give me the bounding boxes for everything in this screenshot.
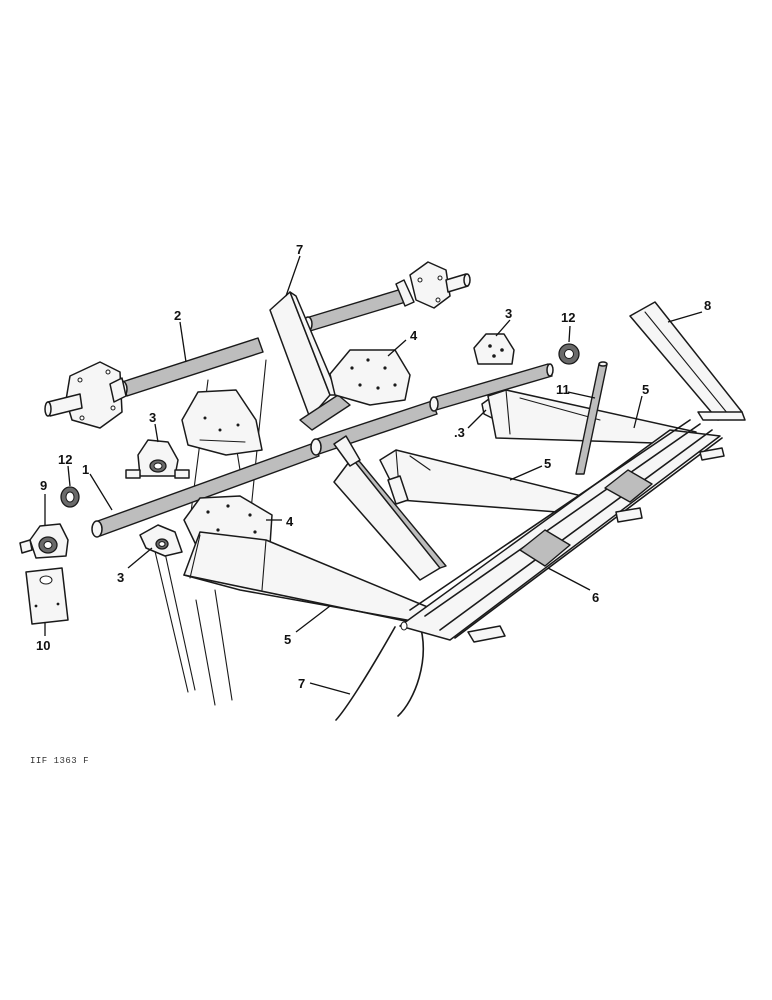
callout-8: 8 bbox=[704, 298, 711, 313]
callout-7-lower: 7 bbox=[298, 676, 305, 691]
leader-c12a bbox=[67, 465, 71, 487]
callout-1: 1 bbox=[82, 462, 89, 477]
leader-c3d bbox=[467, 409, 487, 429]
part-11-rod bbox=[575, 361, 608, 475]
callout-labels: 1 2 3 3 3 .3 4 4 5 5 5 6 7 7 8 9 10 11 1… bbox=[36, 242, 711, 691]
leader-c2 bbox=[179, 321, 187, 363]
part-12-bearing-left bbox=[60, 486, 80, 508]
callout-4-upper: 4 bbox=[410, 328, 418, 343]
part-2-shaft bbox=[44, 337, 264, 429]
part-9-bearing-block bbox=[19, 523, 69, 559]
callout-11: 11 bbox=[556, 382, 570, 397]
leader-c11 bbox=[567, 391, 596, 399]
callout-4-lower: 4 bbox=[286, 514, 294, 529]
callout-3-upper-left: 3 bbox=[149, 410, 156, 425]
callout-3-top: 3 bbox=[505, 306, 512, 321]
callout-7-upper: 7 bbox=[296, 242, 303, 257]
leader-c8 bbox=[667, 311, 703, 323]
callout-2: 2 bbox=[174, 308, 181, 323]
leader-c5c bbox=[295, 605, 331, 633]
leader-c3c bbox=[495, 319, 511, 337]
part-3-bracket-left bbox=[125, 439, 190, 479]
part-8-rail bbox=[629, 301, 746, 421]
callout-5-lower: 5 bbox=[284, 632, 291, 647]
curved-frame-rail bbox=[149, 529, 424, 721]
part-12-bearing-right bbox=[558, 343, 580, 365]
callout-5-upper: 5 bbox=[642, 382, 649, 397]
leader-c3a bbox=[154, 423, 159, 443]
callout-12-right: 12 bbox=[561, 310, 575, 325]
callout-5-middle: 5 bbox=[544, 456, 551, 471]
part-6-channel bbox=[399, 419, 725, 643]
leader-lines bbox=[44, 255, 703, 695]
callout-10: 10 bbox=[36, 638, 50, 653]
callout-3-lower-left: 3 bbox=[117, 570, 124, 585]
callout-6: 6 bbox=[592, 590, 599, 605]
part-7-divider-plate bbox=[269, 291, 351, 431]
callout-3-right: .3 bbox=[454, 425, 465, 440]
part-2-shaft-right bbox=[303, 261, 471, 332]
middle-divider-plate bbox=[333, 435, 447, 581]
leader-c12b bbox=[568, 325, 571, 343]
part-3-bracket-top bbox=[473, 333, 515, 365]
leader-c7b bbox=[309, 682, 351, 695]
leader-c3b bbox=[127, 547, 153, 569]
leader-c1 bbox=[89, 473, 113, 511]
leader-c5b bbox=[509, 465, 543, 481]
leader-c7a bbox=[285, 255, 301, 297]
part-10-plate bbox=[25, 567, 69, 625]
part-3-bracket-lower bbox=[139, 524, 183, 557]
figure-code: IIF 1363 F bbox=[30, 756, 90, 766]
callout-12-left: 12 bbox=[58, 452, 72, 467]
part-5-arm-middle bbox=[379, 449, 623, 517]
leader-c5a bbox=[633, 395, 643, 429]
callout-9: 9 bbox=[40, 478, 47, 493]
upper-left-bracket bbox=[181, 389, 263, 456]
leader-c6 bbox=[547, 567, 591, 591]
leader-c4a bbox=[387, 339, 407, 357]
part-4-upper-bracket bbox=[329, 349, 411, 406]
